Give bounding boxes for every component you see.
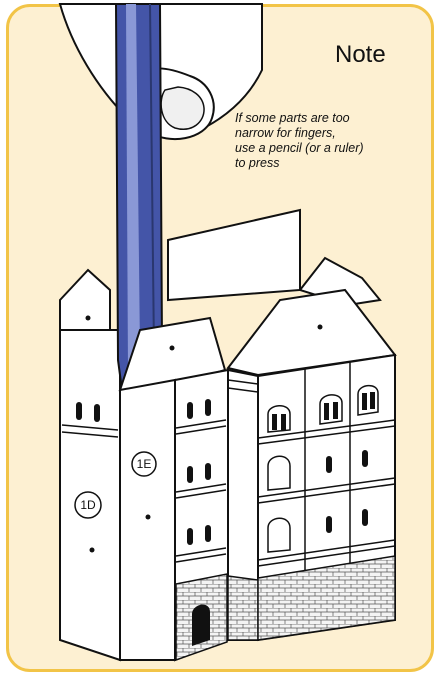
center-tower: 1E (118, 316, 229, 662)
left-tower: 1D (59, 268, 121, 662)
back-panel (167, 208, 301, 302)
part-label-1d: 1D (80, 498, 96, 512)
note-title: Note (335, 41, 386, 68)
pencil (114, 3, 164, 393)
note-text: If some parts are too narrow for fingers… (235, 111, 364, 170)
part-label-1e: 1E (137, 457, 152, 471)
right-building (226, 256, 397, 642)
